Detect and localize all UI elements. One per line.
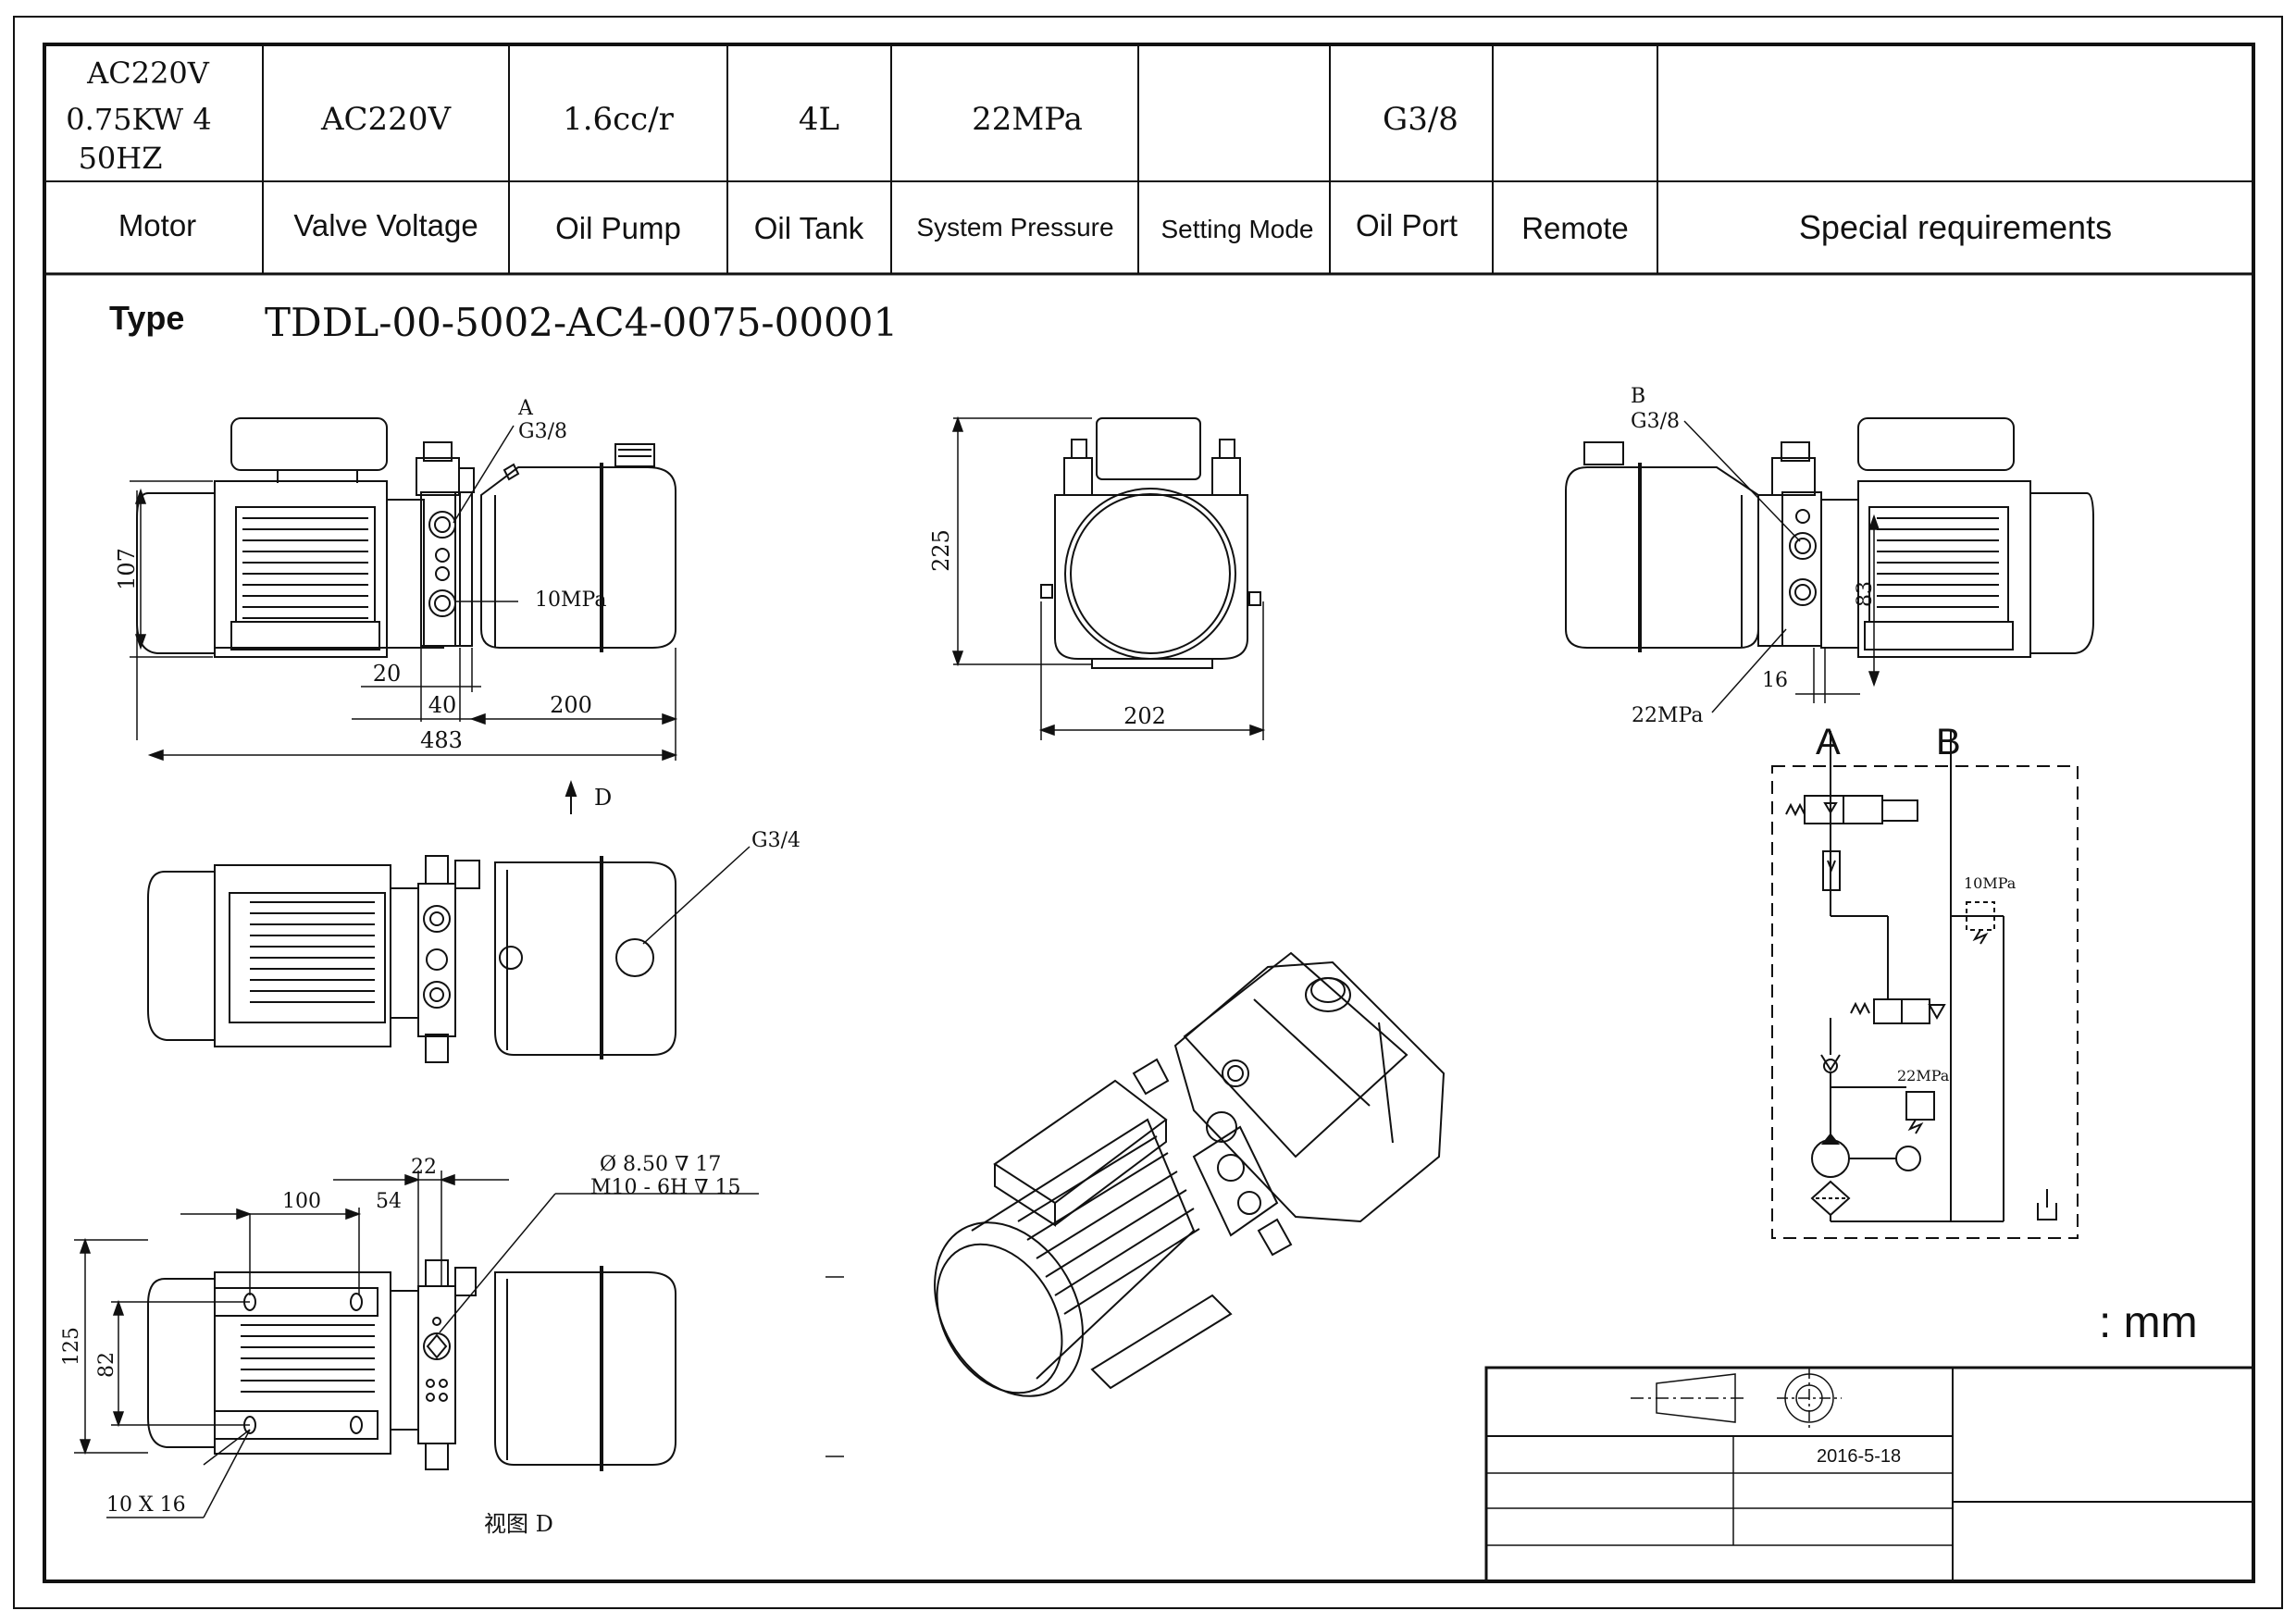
schematic-relief-10mpa: 10MPa xyxy=(1964,874,2017,892)
oil-pump-value: 1.6cc/r xyxy=(563,101,675,138)
isometric-view xyxy=(934,951,1446,1397)
oil-tank-value: 4L xyxy=(799,101,839,138)
side-view-dimensions xyxy=(951,415,1266,740)
top-view xyxy=(147,855,676,1063)
header-system-pressure: System Pressure xyxy=(916,213,1113,242)
rear-dim-83: 83 xyxy=(1854,581,1877,607)
header-oil-tank: Oil Tank xyxy=(754,211,864,245)
top-view-leader xyxy=(642,846,751,945)
port-a-thread: G3/8 xyxy=(518,420,567,443)
side-height-dim: 225 xyxy=(928,529,954,572)
bottom-dim-22: 22 xyxy=(411,1156,437,1179)
relief-10mpa-label: 10MPa xyxy=(535,588,606,612)
port-b-thread: G3/8 xyxy=(1631,410,1680,433)
rear-view xyxy=(1565,417,2094,658)
header-oil-port: Oil Port xyxy=(1356,208,1458,242)
side-width-dim: 202 xyxy=(1123,703,1166,729)
front-dim-200: 200 xyxy=(550,692,592,718)
unit-note: : mm xyxy=(2099,1298,2198,1347)
front-height-dim: 107 xyxy=(114,548,140,590)
system-pressure-value: 22MPa xyxy=(972,101,1083,138)
center-ticks xyxy=(825,1276,844,1457)
sheet-border xyxy=(13,16,2283,1609)
schematic-port-a: A xyxy=(1816,722,1841,762)
title-block xyxy=(1484,1366,2255,1583)
header-setting-mode: Setting Mode xyxy=(1161,215,1314,243)
bottom-view-dimensions xyxy=(74,1171,759,1518)
view-d-caption: 视图 D xyxy=(484,1511,553,1537)
type-label: Type xyxy=(109,299,184,337)
type-model-number: TDDL-00-5002-AC4-0075-00001 xyxy=(265,300,898,345)
schematic-relief-22mpa: 22MPa xyxy=(1897,1067,1950,1084)
valve-voltage-value: AC220V xyxy=(320,101,452,138)
port-b-label: B xyxy=(1631,385,1645,408)
spec-table xyxy=(44,44,2253,276)
port-a-label: A xyxy=(517,397,534,420)
front-view xyxy=(136,417,676,658)
rear-dim-16: 16 xyxy=(1762,669,1788,692)
front-dim-40: 40 xyxy=(428,692,457,718)
rear-view-dimensions xyxy=(1683,420,1880,713)
header-valve-voltage: Valve Voltage xyxy=(293,208,478,242)
hole-spec-2: M10 - 6H ∇ 15 xyxy=(590,1176,740,1199)
motor-value-line-3: 50HZ xyxy=(79,141,163,176)
motor-value-line-2: 0.75KW 4 xyxy=(66,102,211,137)
bottom-dim-125: 125 xyxy=(60,1327,83,1366)
hydraulic-schematic xyxy=(1771,731,2079,1239)
drawing-date: 2016-5-18 xyxy=(1817,1446,1901,1467)
hole-spec-1: Ø 8.50 ∇ 17 xyxy=(600,1153,721,1176)
fill-port-label: G3/4 xyxy=(751,829,800,852)
header-special-requirements: Special requirements xyxy=(1799,208,2112,246)
front-dim-20: 20 xyxy=(373,661,402,687)
bottom-dim-100: 100 xyxy=(282,1190,321,1213)
bottom-dim-82: 82 xyxy=(95,1352,118,1378)
projection-symbol xyxy=(1631,1368,1842,1430)
header-oil-pump: Oil Pump xyxy=(555,211,681,245)
bottom-dim-54: 54 xyxy=(376,1190,402,1213)
bottom-view xyxy=(147,1259,676,1471)
view-d-arrow xyxy=(565,780,577,814)
schematic-port-b: B xyxy=(1936,722,1961,762)
header-motor: Motor xyxy=(118,208,196,242)
front-dim-total: 483 xyxy=(420,727,463,753)
bottom-slot-dim: 10 X 16 xyxy=(106,1493,186,1517)
header-remote: Remote xyxy=(1521,211,1629,245)
pressure-22mpa-label: 22MPa xyxy=(1632,704,1703,727)
motor-value-line-1: AC220V xyxy=(86,56,210,91)
view-d-label: D xyxy=(594,785,612,811)
front-view-dimensions xyxy=(130,425,678,762)
side-view xyxy=(1040,417,1261,669)
oil-port-value: G3/8 xyxy=(1383,101,1458,138)
